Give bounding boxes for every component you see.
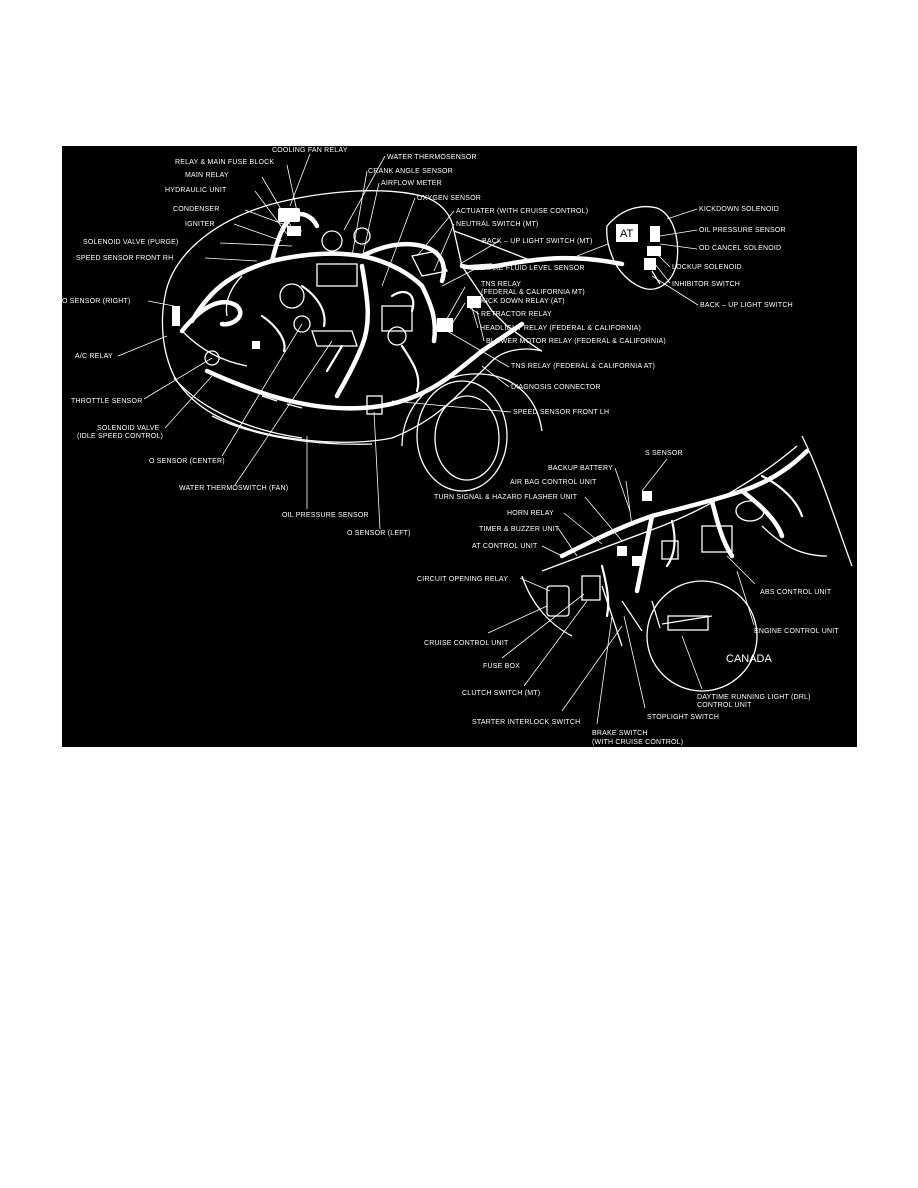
label-brake-switch-1: BRAKE SWITCH <box>592 730 648 737</box>
label-tns-relay-2: (FEDERAL & CALIFORNIA MT) <box>481 289 585 296</box>
at-inset: AT <box>606 205 679 290</box>
label-cooling-fan-relay: COOLING FAN RELAY <box>272 147 348 154</box>
label-crank-angle-sensor: CRANK ANGLE SENSOR <box>368 168 453 175</box>
canada-inset: CANADA <box>646 580 773 692</box>
label-kickdown-solenoid: KICKDOWN SOLENOID <box>699 206 779 213</box>
label-backup-battery: BACKUP BATTERY <box>548 465 613 472</box>
label-water-thermoswitch-fan: WATER THERMOSWITCH (FAN) <box>179 485 288 492</box>
label-diagnosis-connector: DIAGNOSIS CONNECTOR <box>511 384 601 391</box>
label-engine-control-unit: ENGINE CONTROL UNIT <box>754 628 839 635</box>
label-starter-interlock-switch: STARTER INTERLOCK SWITCH <box>472 719 580 726</box>
wiring-location-diagram: AT CANADA <box>62 146 857 747</box>
label-solenoid-valve-idle-1: SOLENOID VALVE <box>97 425 160 432</box>
label-s-sensor: S SENSOR <box>645 450 683 457</box>
label-timer-buzzer-unit: TIMER & BUZZER UNIT <box>479 526 560 533</box>
label-clutch-switch: CLUTCH SWITCH (MT) <box>462 690 540 697</box>
label-solenoid-valve-idle-2: (IDLE SPEED CONTROL) <box>77 433 163 440</box>
label-od-cancel-solenoid: OD CANCEL SOLENOID <box>699 245 781 252</box>
label-speed-sensor-front-rh: SPEED SENSOR FRONT RH <box>76 255 173 262</box>
label-oxygen-sensor: OXYGEN SENSOR <box>417 195 481 202</box>
label-horn-relay: HORN RELAY <box>507 510 554 517</box>
at-badge-box <box>616 224 638 242</box>
canada-label: CANADA <box>726 653 773 665</box>
engine-components <box>172 208 481 415</box>
label-abs-control-unit: ABS CONTROL UNIT <box>760 589 832 596</box>
label-inhibitor-switch: INHIBITOR SWITCH <box>672 281 740 288</box>
label-o-sensor-right: O SENSOR (RIGHT) <box>62 298 131 305</box>
label-at-control-unit: AT CONTROL UNIT <box>472 543 538 550</box>
label-water-thermosensor: WATER THERMOSENSOR <box>387 154 477 161</box>
label-condenser: CONDENSER <box>173 206 220 213</box>
label-relay-main-fuse-block: RELAY & MAIN FUSE BLOCK <box>175 159 274 166</box>
label-main-relay: MAIN RELAY <box>185 172 229 179</box>
label-actuater: ACTUATER (WITH CRUISE CONTROL) <box>456 208 588 215</box>
at-badge-label: AT <box>620 228 634 240</box>
label-kick-down-relay: KICK DOWN RELAY (AT) <box>481 298 565 305</box>
label-back-up-light-switch-mt: BACK – UP LIGHT SWITCH (MT) <box>482 238 593 245</box>
label-brake-fluid-level-sensor: BRAKE FLUID LEVEL SENSOR <box>479 265 585 272</box>
label-o-sensor-left: O SENSOR (LEFT) <box>347 530 411 537</box>
label-neutral-switch: NEUTRAL SWITCH (MT) <box>456 221 538 228</box>
label-o-sensor-center: O SENSOR (CENTER) <box>149 458 225 465</box>
label-headlight-relay: HEADLIGHT RELAY (FEDERAL & CALIFORNIA) <box>480 325 641 332</box>
label-throttle-sensor: THROTTLE SENSOR <box>71 398 142 405</box>
label-speed-sensor-front-lh: SPEED SENSOR FRONT LH <box>513 409 609 416</box>
label-stoplight-switch: STOPLIGHT SWITCH <box>647 714 719 721</box>
label-fuse-box: FUSE BOX <box>483 663 520 670</box>
diagram-svg: AT CANADA <box>62 147 853 746</box>
label-hydraulic-unit: HYDRAULIC UNIT <box>165 187 227 194</box>
label-airflow-meter: AIRFLOW METER <box>381 180 442 187</box>
label-tns-relay-at: TNS RELAY (FEDERAL & CALIFORNIA AT) <box>511 363 655 370</box>
label-drl-2: CONTROL UNIT <box>697 702 752 709</box>
leader-lines <box>117 153 756 725</box>
label-brake-switch-2: (WITH CRUISE CONTROL) <box>592 739 683 746</box>
label-back-up-light-switch: BACK – UP LIGHT SWITCH <box>700 302 793 309</box>
label-circuit-opening-relay: CIRCUIT OPENING RELAY <box>417 576 508 583</box>
label-oil-pressure-sensor: OIL PRESSURE SENSOR <box>282 512 369 519</box>
label-tns-relay-1: TNS RELAY <box>481 281 521 288</box>
car-body-outline <box>161 190 543 492</box>
label-turn-signal-hazard: TURN SIGNAL & HAZARD FLASHER UNIT <box>434 494 578 501</box>
label-cruise-control-unit: CRUISE CONTROL UNIT <box>424 640 509 647</box>
dashboard-harness <box>546 448 810 632</box>
label-igniter: IGNITER <box>185 221 215 228</box>
label-lockup-solenoid: LOCKUP SOLENOID <box>672 264 742 271</box>
label-solenoid-valve-purge: SOLENOID VALVE (PURGE) <box>83 239 179 246</box>
label-blower-motor-relay: BLOWER MOTOR RELAY (FEDERAL & CALIFORNIA… <box>486 338 666 345</box>
label-ac-relay: A/C RELAY <box>75 353 113 360</box>
label-drl-1: DAYTIME RUNNING LIGHT (DRL) <box>697 694 811 701</box>
label-oil-pressure-sensor-at: OIL PRESSURE SENSOR <box>699 227 786 234</box>
label-air-bag-control-unit: AIR BAG CONTROL UNIT <box>510 479 597 486</box>
component-labels: COOLING FAN RELAY RELAY & MAIN FUSE BLOC… <box>62 147 839 746</box>
label-retractor-relay: RETRACTOR RELAY <box>481 311 552 318</box>
